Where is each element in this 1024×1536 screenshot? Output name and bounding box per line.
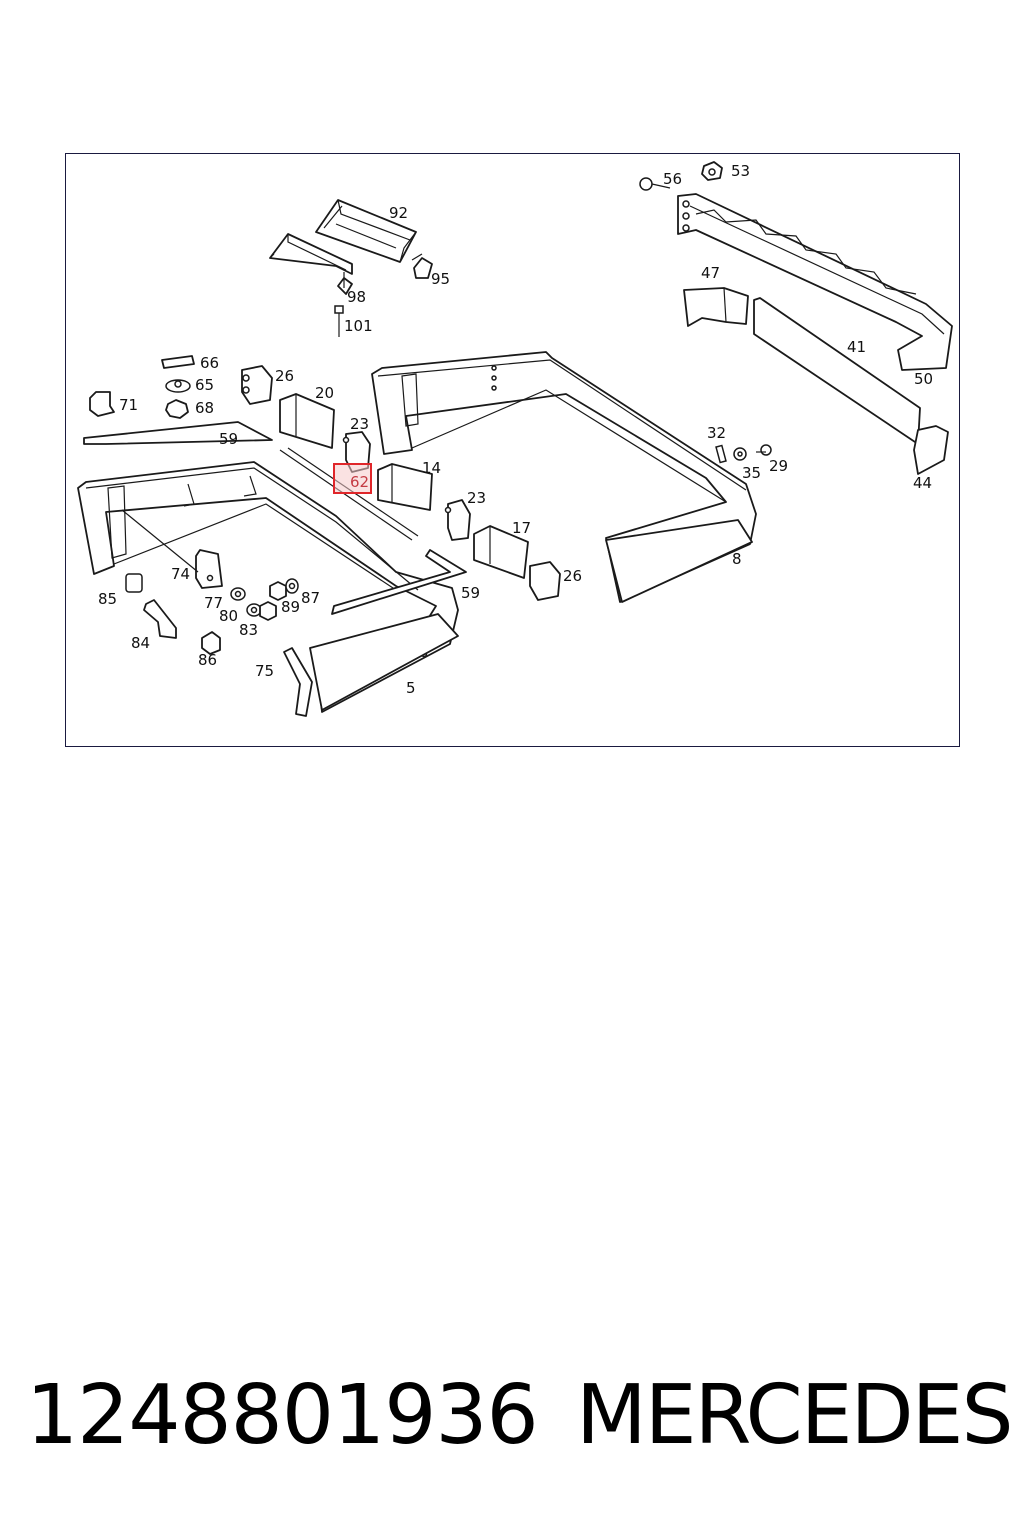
block-14 [377,463,433,511]
callout-98[interactable]: 98 [347,288,366,306]
bumper-50 [677,193,953,371]
callout-66[interactable]: 66 [200,354,219,372]
plate-66 [161,355,195,369]
callout-32[interactable]: 32 [707,424,726,442]
block-20 [279,393,335,449]
callout-23-lower[interactable]: 23 [467,489,486,507]
callout-5[interactable]: 5 [406,679,416,697]
callout-59-right[interactable]: 59 [461,584,480,602]
callout-83[interactable]: 83 [239,621,258,639]
bracket-98 [269,233,353,295]
bumper-panel-5 [309,613,459,711]
nut-53 [701,161,723,181]
strip-41 [753,297,921,445]
callout-84[interactable]: 84 [131,634,150,652]
strip-59-left [83,421,273,445]
callout-26-lower[interactable]: 26 [563,567,582,585]
callout-29[interactable]: 29 [769,457,788,475]
part-number: 1248801936 [26,1368,539,1463]
callout-20[interactable]: 20 [315,384,334,402]
nut-68 [165,399,189,419]
screw-29 [756,444,772,456]
callout-35[interactable]: 35 [742,464,761,482]
washer-80 [230,587,246,601]
callout-87[interactable]: 87 [301,589,320,607]
callout-80[interactable]: 80 [219,607,238,625]
parts-diagram: 92 95 98 101 56 53 47 41 50 44 66 65 68 … [65,153,960,747]
callout-14[interactable]: 14 [422,459,441,477]
block-17 [473,525,529,579]
callout-44[interactable]: 44 [913,474,932,492]
washer-87 [285,578,299,594]
nut-86 [201,631,221,655]
nut-89 [269,581,287,601]
bumper-panel-8 [605,519,753,603]
callout-85[interactable]: 85 [98,590,117,608]
callout-17[interactable]: 17 [512,519,531,537]
callout-62-highlight [333,463,372,494]
callout-89[interactable]: 89 [281,598,300,616]
callout-50[interactable]: 50 [914,370,933,388]
clip-85 [125,573,143,593]
washer-35 [733,447,747,461]
callout-62[interactable]: 62 [350,473,369,491]
callout-53[interactable]: 53 [731,162,750,180]
bracket-23-upper [342,431,371,473]
callout-65[interactable]: 65 [195,376,214,394]
callout-23-upper[interactable]: 23 [350,415,369,433]
callout-71[interactable]: 71 [119,396,138,414]
bracket-23-lower [444,499,471,541]
bracket-84 [143,599,177,639]
callout-92[interactable]: 92 [389,204,408,222]
mount-26-upper [241,365,273,405]
clip-32 [715,444,727,464]
end-cap-75 [283,647,313,717]
callout-59-left[interactable]: 59 [219,430,238,448]
callout-41[interactable]: 41 [847,338,866,356]
nut-83b [259,601,277,621]
strip-59-right [279,447,467,615]
callout-86[interactable]: 86 [198,651,217,669]
clip-95 [411,253,433,279]
callout-8[interactable]: 8 [732,550,742,568]
callout-47[interactable]: 47 [701,264,720,282]
bracket-74 [121,509,223,589]
callout-75[interactable]: 75 [255,662,274,680]
callout-74[interactable]: 74 [171,565,190,583]
callout-95[interactable]: 95 [431,270,450,288]
clip-71 [89,391,115,417]
bracket-92 [315,199,417,263]
diagram-canvas [77,161,953,717]
callout-101[interactable]: 101 [344,317,373,335]
mount-26-lower [529,561,561,601]
callout-layer: 92 95 98 101 56 53 47 41 50 44 66 65 68 … [98,162,933,697]
screw-101 [334,305,344,337]
part-44 [913,425,949,475]
washer-65 [165,379,191,393]
callout-77[interactable]: 77 [204,594,223,612]
brand-name: MERCEDES [576,1368,1014,1463]
callout-68[interactable]: 68 [195,399,214,417]
screw-56 [639,177,671,191]
part-47 [683,287,749,327]
callout-56[interactable]: 56 [663,170,682,188]
callout-26-upper[interactable]: 26 [275,367,294,385]
